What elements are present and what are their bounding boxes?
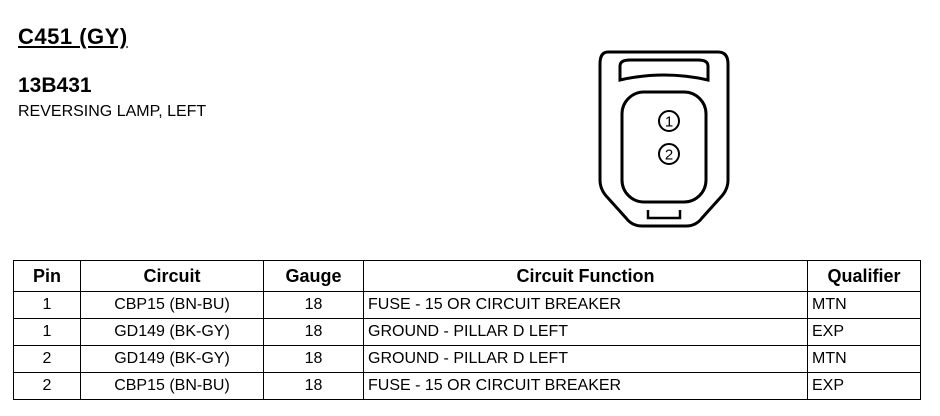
circuit-cell: CBP15 (BN-BU): [80, 372, 264, 400]
function-cell: FUSE - 15 OR CIRCUIT BREAKER: [363, 372, 808, 400]
column-header-circuit: Circuit: [80, 260, 264, 292]
qualifier-cell: EXP: [807, 318, 921, 346]
column-header-qualifier: Qualifier: [807, 260, 921, 292]
column-header-pin: Pin: [13, 260, 81, 292]
pin-2-label: 2: [665, 147, 673, 164]
column-header-gauge: Gauge: [263, 260, 364, 292]
pin-cell: 2: [13, 345, 81, 373]
pin-cell: 1: [13, 291, 81, 319]
function-cell: FUSE - 15 OR CIRCUIT BREAKER: [363, 291, 808, 319]
circuit-cell: GD149 (BK-GY): [80, 318, 264, 346]
connector-face-diagram: 1 2: [598, 50, 730, 228]
table-row: 1 CBP15 (BN-BU) 18 FUSE - 15 OR CIRCUIT …: [13, 291, 921, 319]
function-cell: GROUND - PILLAR D LEFT: [363, 345, 808, 373]
table-row: 2 GD149 (BK-GY) 18 GROUND - PILLAR D LEF…: [13, 345, 921, 373]
pin-cell: 2: [13, 372, 81, 400]
circuit-cell: CBP15 (BN-BU): [80, 291, 264, 319]
pin-1-circle: [658, 110, 680, 132]
gauge-cell: 18: [263, 291, 364, 319]
gauge-cell: 18: [263, 318, 364, 346]
part-number: 13B431: [18, 74, 92, 97]
connector-housing: [598, 50, 730, 228]
gauge-cell: 18: [263, 372, 364, 400]
table-header-row: Pin Circuit Gauge Circuit Function Quali…: [13, 260, 921, 292]
key-notch: [646, 210, 682, 220]
pin-cavity: [620, 90, 708, 204]
pin-2-circle: [658, 143, 680, 165]
connector-description: REVERSING LAMP, LEFT: [18, 103, 207, 120]
qualifier-cell: MTN: [807, 345, 921, 373]
qualifier-cell: MTN: [807, 291, 921, 319]
table-row: 2 CBP15 (BN-BU) 18 FUSE - 15 OR CIRCUIT …: [13, 372, 921, 400]
column-header-circuit-function: Circuit Function: [363, 260, 808, 292]
gauge-cell: 18: [263, 345, 364, 373]
pinout-table: Pin Circuit Gauge Circuit Function Quali…: [13, 260, 921, 400]
locking-tab: [618, 58, 710, 82]
connector-id: C451 (GY): [18, 24, 128, 49]
function-cell: GROUND - PILLAR D LEFT: [363, 318, 808, 346]
circuit-cell: GD149 (BK-GY): [80, 345, 264, 373]
qualifier-cell: EXP: [807, 372, 921, 400]
pin-cell: 1: [13, 318, 81, 346]
pin-1-label: 1: [665, 114, 673, 131]
table-row: 1 GD149 (BK-GY) 18 GROUND - PILLAR D LEF…: [13, 318, 921, 346]
